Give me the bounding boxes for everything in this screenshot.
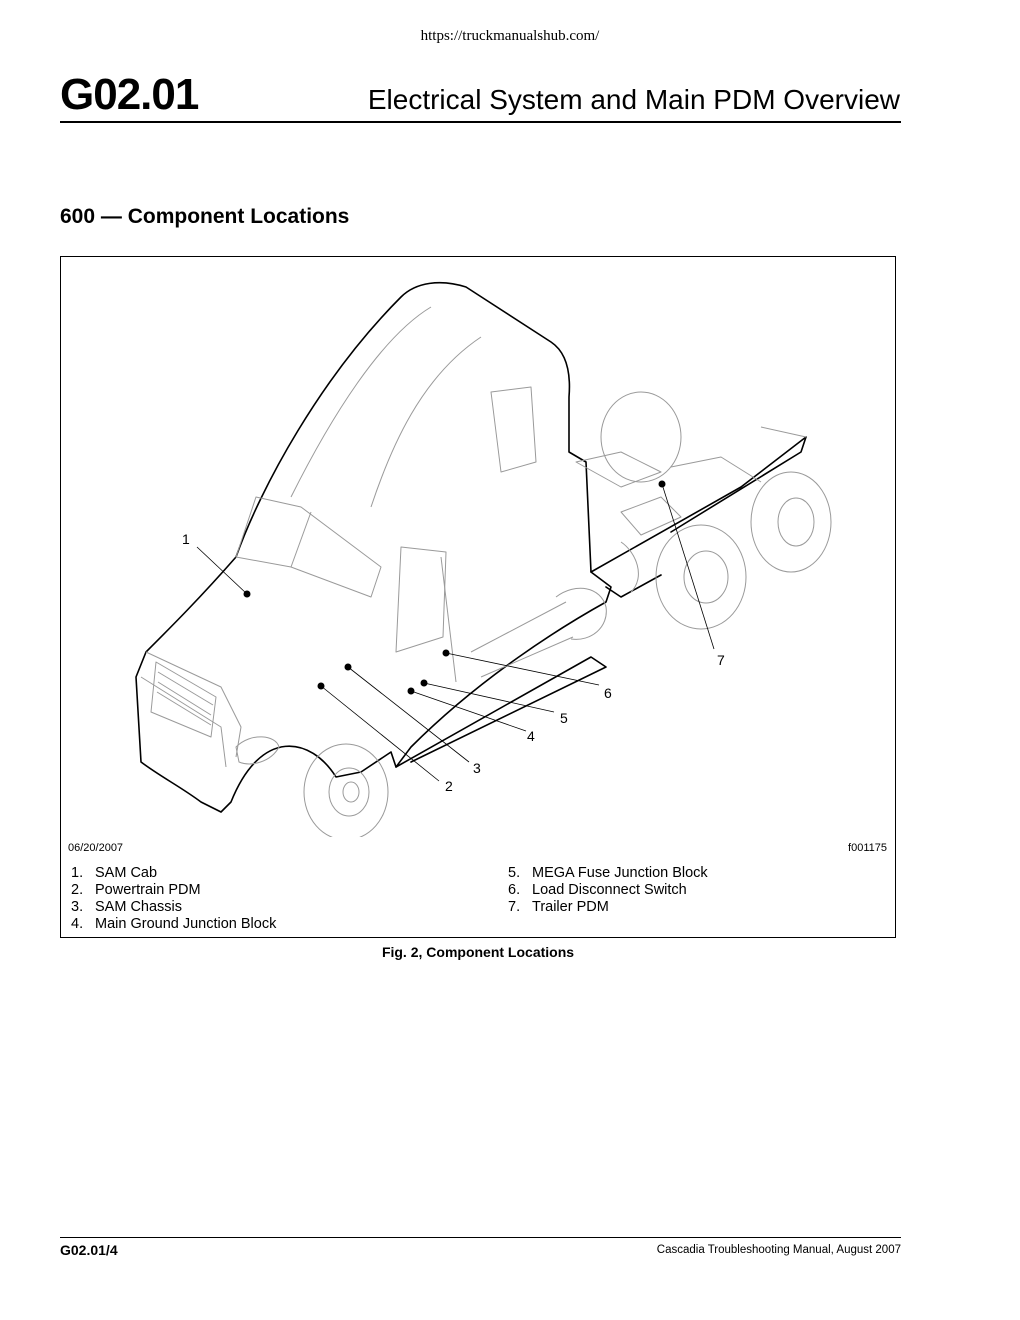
- figure-caption: Fig. 2, Component Locations: [381, 944, 575, 960]
- figure-id: f001175: [848, 842, 887, 854]
- manual-title: Cascadia Troubleshooting Manual, August …: [656, 1244, 901, 1256]
- section-number: G02.01: [60, 70, 199, 119]
- callout-label-3: 3: [473, 760, 481, 776]
- callout-label-6: 6: [604, 685, 612, 701]
- page-id: G02.01/4: [60, 1242, 118, 1258]
- callout-label-4: 4: [527, 728, 535, 744]
- section-title: Electrical System and Main PDM Overview: [367, 84, 900, 115]
- callout-dot-6: [442, 649, 450, 657]
- figure-date: 06/20/2007: [68, 842, 124, 854]
- legend-column-left: 1.SAM Cab 2.Powertrain PDM 3.SAM Chassis…: [71, 865, 276, 933]
- legend-item: 6.Load Disconnect Switch: [508, 882, 687, 898]
- legend-item: 5.MEGA Fuse Junction Block: [508, 865, 708, 881]
- subsection-heading: 600 — Component Locations: [60, 205, 350, 228]
- footer-rule: [60, 1237, 901, 1238]
- legend-item: 7.Trailer PDM: [508, 899, 609, 915]
- callout-dot-4: [407, 687, 415, 695]
- legend-item: 4.Main Ground Junction Block: [71, 916, 277, 932]
- callout-dot-2: [317, 682, 325, 690]
- legend-column-right: 5.MEGA Fuse Junction Block 6.Load Discon…: [508, 865, 708, 916]
- callout-dot-7: [658, 480, 666, 488]
- callout-dot-1: [243, 590, 251, 598]
- callout-dot-5: [420, 679, 428, 687]
- source-url[interactable]: https://truckmanualshub.com/: [420, 28, 600, 44]
- header-rule: [60, 121, 901, 123]
- legend-item: 2.Powertrain PDM: [71, 882, 201, 898]
- legend-item: 1.SAM Cab: [71, 865, 158, 881]
- callout-label-7: 7: [717, 652, 725, 668]
- callout-dot-3: [344, 663, 352, 671]
- callout-label-1: 1: [182, 531, 190, 547]
- figure-frame: 1 2 3 4 5 6 7 06/20/2007 f001175 1.SAM C…: [60, 256, 896, 938]
- legend-item: 3.SAM Chassis: [71, 899, 183, 915]
- callout-label-2: 2: [445, 778, 453, 794]
- callout-label-5: 5: [560, 710, 568, 726]
- truck-illustration: 1 2 3 4 5 6 7: [135, 281, 832, 837]
